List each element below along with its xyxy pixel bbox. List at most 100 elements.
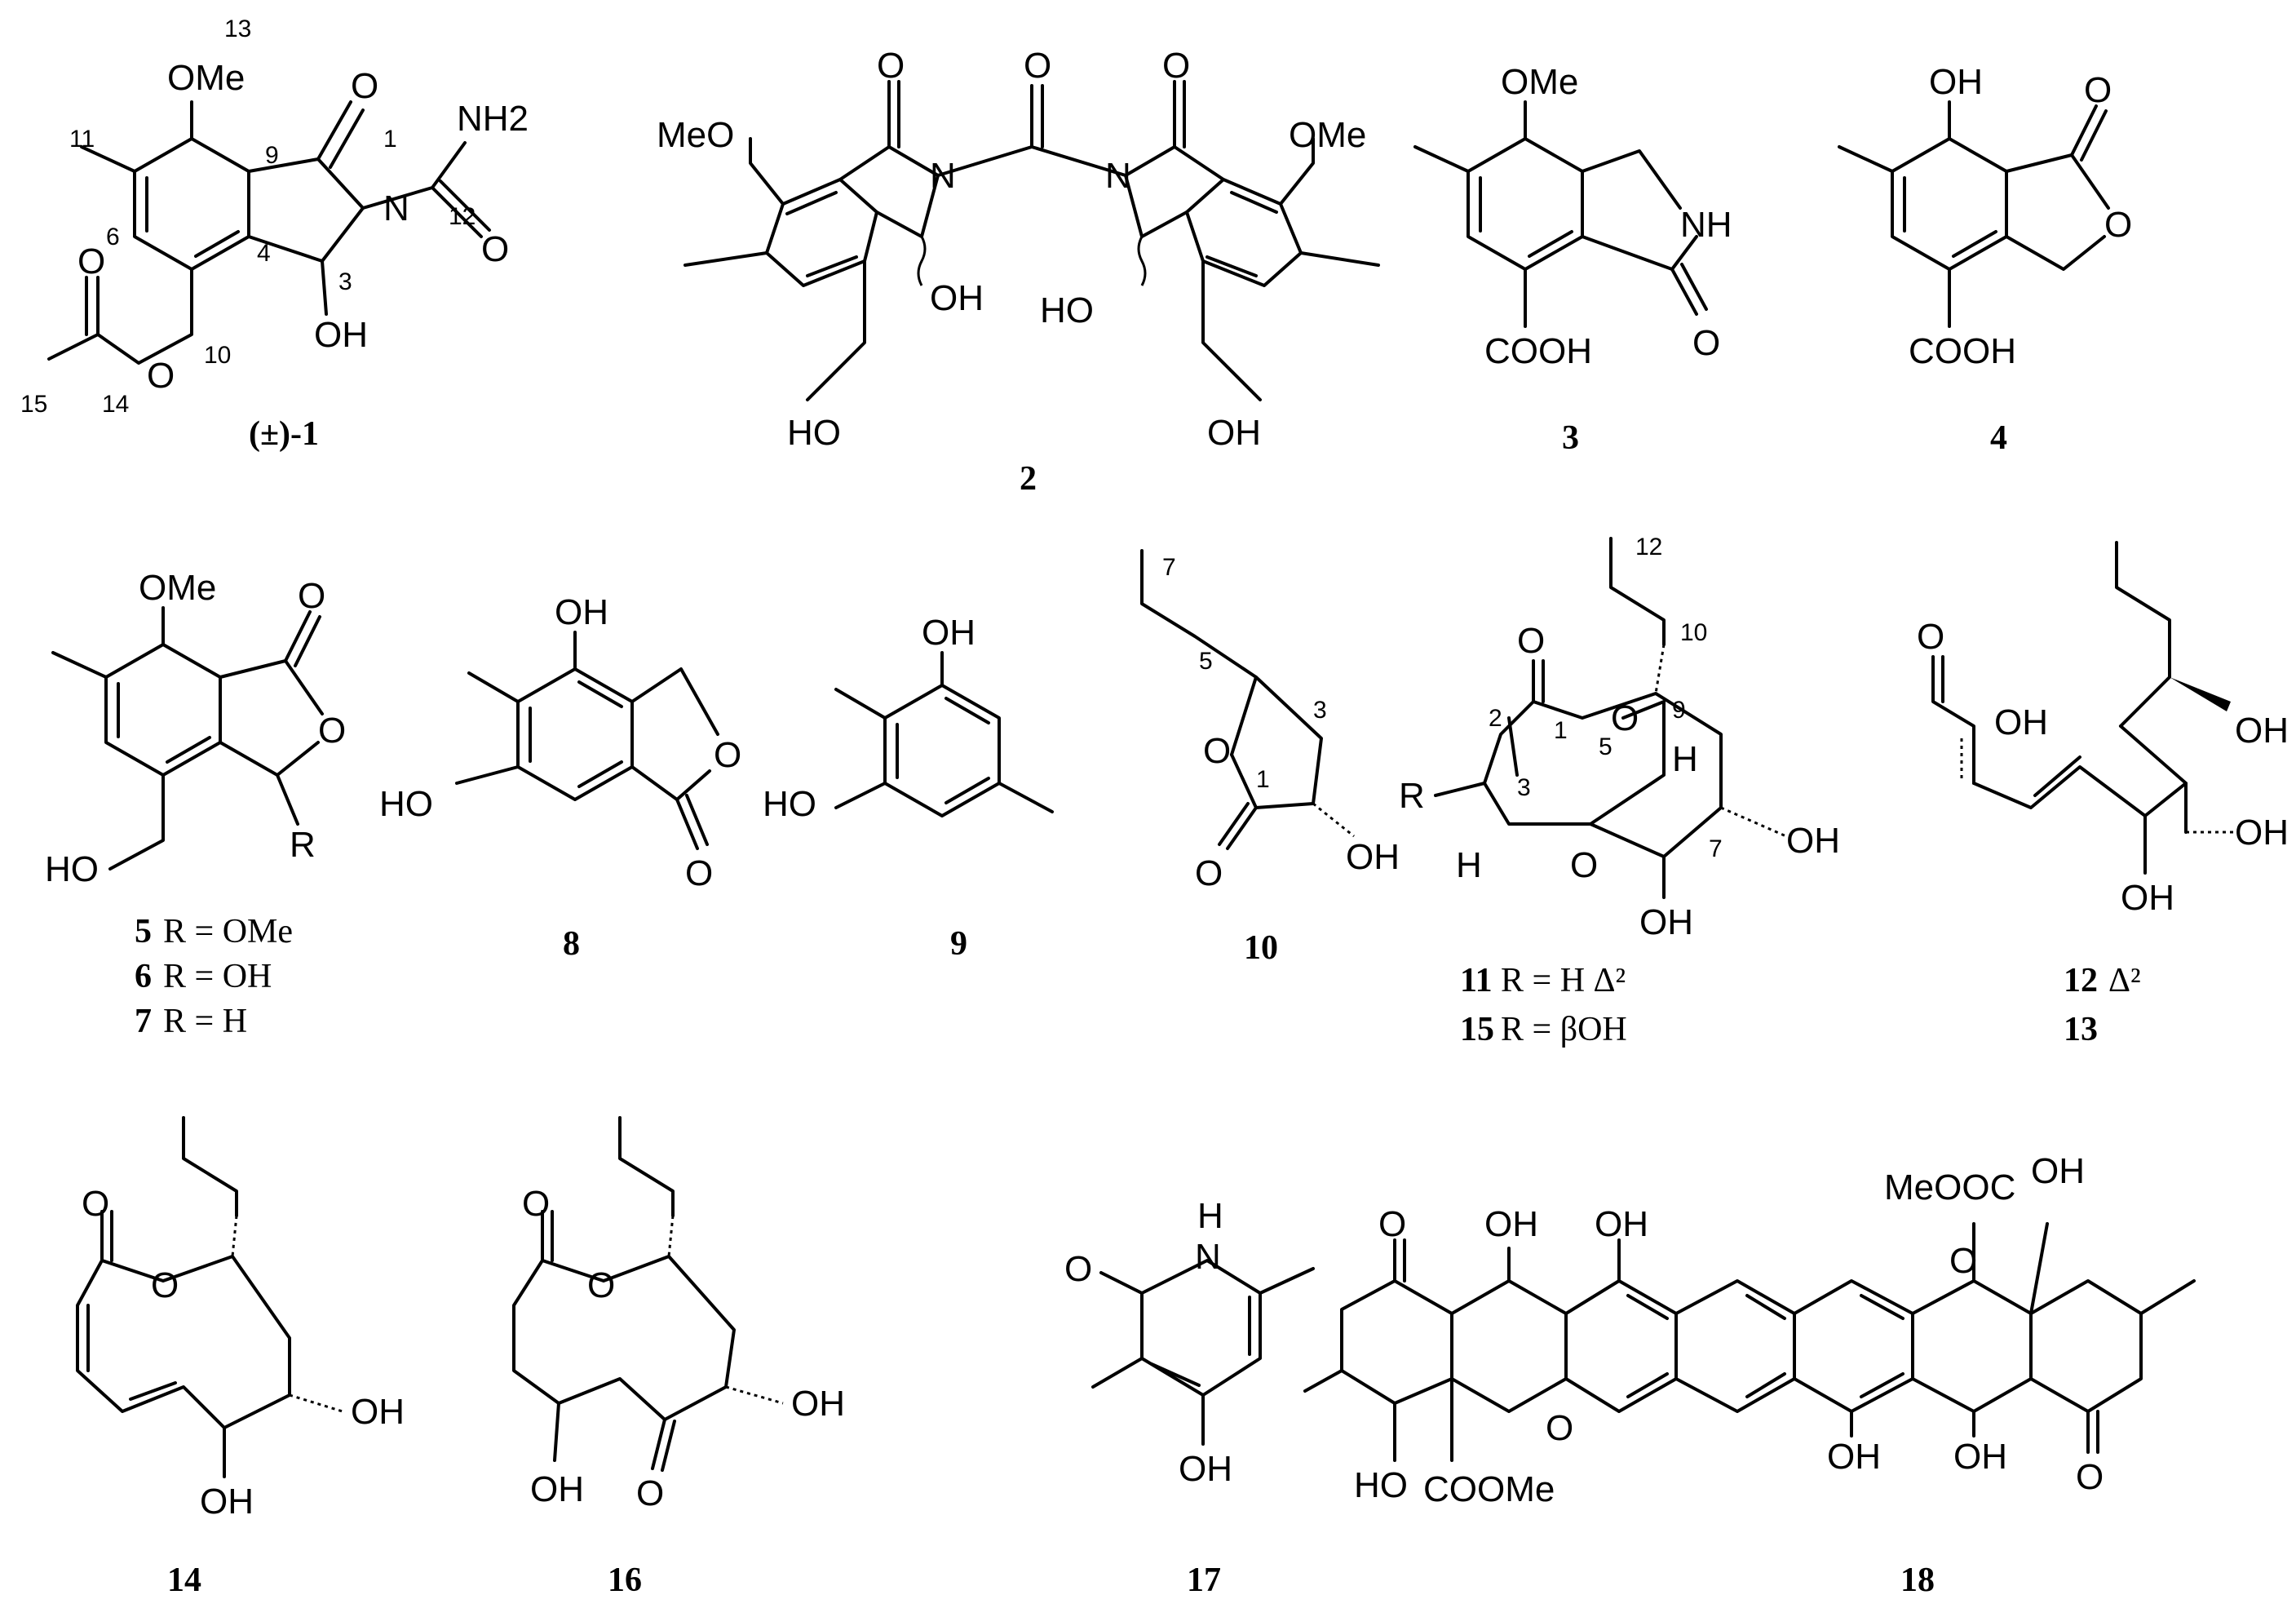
compound-label: 18 xyxy=(1900,1562,1935,1599)
atom-label: O xyxy=(1024,46,1051,86)
compound-label: 6 xyxy=(135,958,152,995)
atom-number: 6 xyxy=(106,224,120,250)
atom-label: OH xyxy=(1929,62,1983,102)
compound-12-13: O OH OH OH OH 12 Δ² 13 xyxy=(1917,541,2289,1048)
atom-number: 10 xyxy=(1680,619,1707,646)
compound-label: 9 xyxy=(950,925,967,963)
compound-label: 10 xyxy=(1244,929,1278,967)
variant-text: R = βOH xyxy=(1501,1011,1627,1048)
atom-number: 5 xyxy=(1199,648,1213,675)
compound-label: 8 xyxy=(563,925,580,963)
atom-label: HO xyxy=(787,413,841,453)
atom-label: OH xyxy=(351,1392,405,1432)
compound-label: 7 xyxy=(135,1003,152,1040)
atom-label: O xyxy=(1378,1204,1406,1244)
atom-label: O xyxy=(1611,698,1639,738)
atom-number: 9 xyxy=(1672,697,1686,724)
atom-label: HO xyxy=(1040,290,1094,330)
compound-label: (±)-1 xyxy=(249,415,319,453)
atom-label: COOH xyxy=(1484,331,1592,371)
atom-number: 1 xyxy=(383,126,397,153)
atom-label: O xyxy=(481,229,509,269)
atom-label: OMe xyxy=(139,568,216,608)
variant-text: R = OMe xyxy=(163,913,293,950)
atom-label: O xyxy=(877,46,905,86)
compound-8: OH HO O O 8 xyxy=(379,592,741,963)
compound-label: 14 xyxy=(167,1562,201,1599)
variant-text: R = H xyxy=(163,1003,247,1040)
atom-label: O xyxy=(1517,621,1545,661)
atom-number: 15 xyxy=(20,391,47,418)
compound-label: 5 xyxy=(135,913,152,950)
compound-14: O O OH OH 14 xyxy=(76,1116,405,1599)
atom-label: OH xyxy=(2235,813,2289,853)
variant-text: R = OH xyxy=(163,958,272,995)
atom-label: OH xyxy=(930,278,984,318)
atom-label: N xyxy=(383,188,409,228)
compound-label: 16 xyxy=(608,1562,642,1599)
atom-number: 3 xyxy=(1517,774,1531,801)
compound-5-6-7: OMe O O R HO 5 R = OMe 6 R = OH 7 R = H xyxy=(45,568,346,1040)
compound-label: 17 xyxy=(1187,1562,1221,1599)
atom-label: O xyxy=(151,1265,179,1305)
atom-label: NH2 xyxy=(457,99,529,139)
atom-number: 11 xyxy=(69,126,95,153)
atom-label: OH xyxy=(2121,878,2174,918)
atom-label: OMe xyxy=(1289,115,1366,155)
atom-label: O xyxy=(1692,323,1720,363)
atom-number: 9 xyxy=(265,142,279,169)
atom-number: 1 xyxy=(1256,766,1270,793)
atom-label: O xyxy=(522,1184,550,1224)
compound-11-15: O O H O R H OH OH 12 10 9 2 1 3 5 7 11 R… xyxy=(1399,534,1840,1048)
compound-label: 13 xyxy=(2064,1011,2098,1048)
atom-number: 14 xyxy=(102,391,129,418)
atom-label: OH xyxy=(922,613,975,653)
atom-label: OH xyxy=(530,1469,584,1509)
atom-label: O xyxy=(351,66,378,106)
atom-label: O xyxy=(147,356,175,396)
atom-label: R xyxy=(1399,776,1425,816)
variant-text: R = H Δ² xyxy=(1501,962,1626,999)
atom-label: OH xyxy=(1595,1204,1648,1244)
atom-label: N xyxy=(1105,156,1131,196)
atom-label: N xyxy=(930,156,956,196)
atom-label: OH xyxy=(2235,711,2289,751)
atom-number: 3 xyxy=(1313,697,1327,724)
atom-label: R xyxy=(290,825,316,865)
atom-label: O xyxy=(587,1265,615,1305)
atom-label: MeO xyxy=(657,115,734,155)
compound-18: MeOOC OH O OH OH O OH OH O O HO COOMe 18 xyxy=(1303,1151,2196,1599)
atom-label: OH xyxy=(200,1482,254,1522)
atom-label: NH xyxy=(1680,205,1732,245)
atom-label: OH xyxy=(1346,837,1400,877)
atom-label: OH xyxy=(1484,1204,1538,1244)
atom-label: O xyxy=(2104,205,2132,245)
atom-label: HO xyxy=(1354,1465,1408,1505)
atom-label: OH xyxy=(1827,1437,1881,1477)
compound-label: 3 xyxy=(1562,419,1579,457)
compound-1: OMe O NH2 N O OH O O 13 11 9 1 12 6 4 3 … xyxy=(20,16,529,453)
atom-number: 3 xyxy=(338,268,352,295)
atom-label: OH xyxy=(1953,1437,2007,1477)
atom-label: O xyxy=(2076,1457,2104,1497)
compound-4: OH O O COOH 4 xyxy=(1838,62,2132,457)
atom-label: OH xyxy=(791,1384,845,1424)
atom-label: OH xyxy=(1207,413,1261,453)
atom-number: 5 xyxy=(1599,733,1613,760)
atom-label: O xyxy=(1195,853,1223,893)
atom-label: OH xyxy=(314,315,368,355)
atom-number: 12 xyxy=(1635,534,1662,560)
compound-17: H N O OH 17 xyxy=(1064,1196,1315,1599)
atom-number: 2 xyxy=(1489,705,1502,732)
compound-label: 12 xyxy=(2064,962,2098,999)
atom-label: O xyxy=(318,711,346,751)
atom-label: OMe xyxy=(167,58,245,98)
atom-label: H xyxy=(1456,845,1482,885)
atom-label: O xyxy=(298,576,325,616)
atom-label: HO xyxy=(379,784,433,824)
atom-label: O xyxy=(1570,845,1598,885)
atom-label: O xyxy=(636,1473,664,1513)
atom-number: 12 xyxy=(449,203,476,230)
atom-label: O xyxy=(1064,1249,1092,1289)
atom-label: O xyxy=(685,853,713,893)
